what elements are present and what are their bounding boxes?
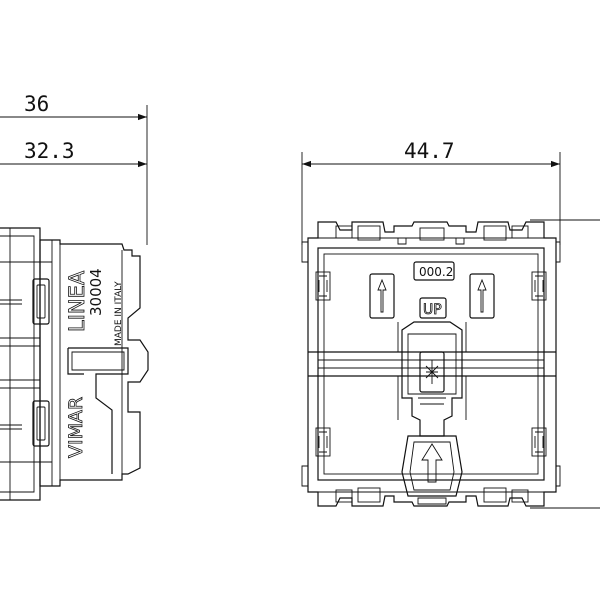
arrow-window-left bbox=[369, 273, 395, 319]
dimension-side-depth-total: 36 bbox=[0, 92, 147, 121]
front-view: 000.2 UP bbox=[301, 221, 561, 507]
product-code: 30004 bbox=[87, 268, 105, 316]
side-view: LINEA 30004 MADE IN ITALY VIMAR bbox=[0, 227, 149, 501]
dimension-value-36: 36 bbox=[24, 92, 49, 116]
origin-mark: MADE IN ITALY bbox=[114, 281, 124, 346]
code-label-box bbox=[413, 261, 455, 281]
series-logo: LINEA bbox=[65, 270, 89, 332]
dimension-value-44-7: 44.7 bbox=[404, 139, 455, 163]
brand-logo: VIMAR bbox=[65, 397, 87, 458]
led-window bbox=[419, 351, 445, 393]
code-label: 000.2 bbox=[419, 265, 453, 279]
dimension-side-depth-body: 32.3 bbox=[0, 139, 147, 168]
arrow-window-right bbox=[469, 273, 495, 319]
up-label-box bbox=[419, 297, 447, 319]
up-label: UP bbox=[423, 302, 442, 318]
dimension-value-32-3: 32.3 bbox=[24, 139, 75, 163]
dimension-front-width: 44.7 bbox=[302, 139, 560, 168]
